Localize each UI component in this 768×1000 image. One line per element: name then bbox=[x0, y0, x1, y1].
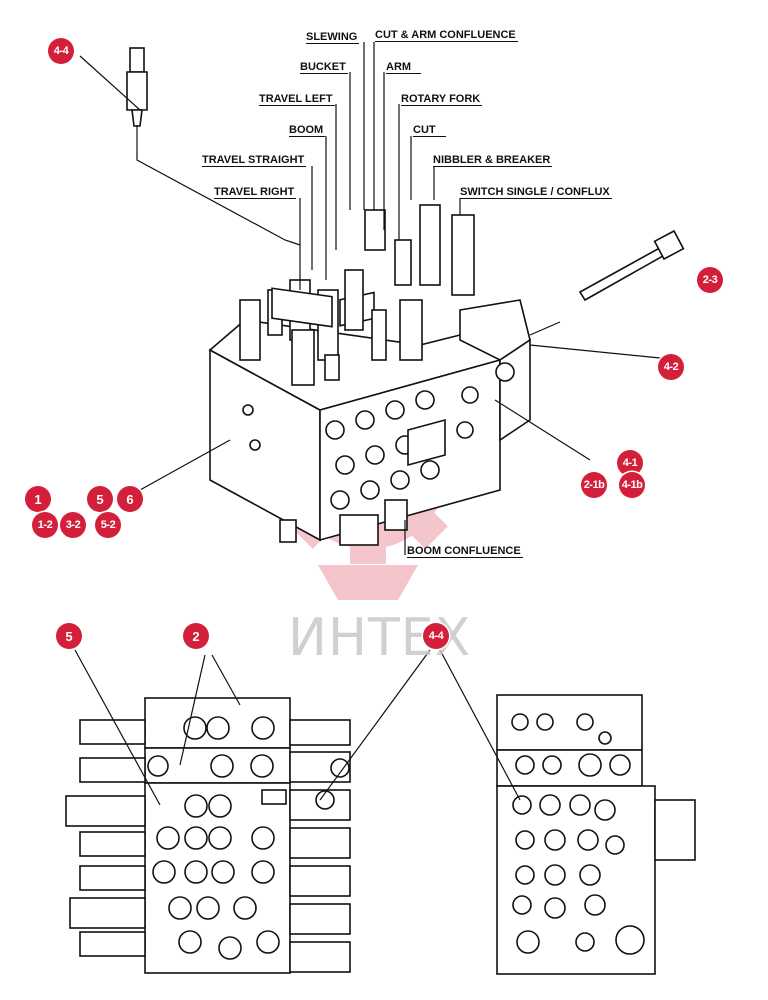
callout-4-1b: 4-1b bbox=[619, 472, 645, 498]
bottom-left-view bbox=[65, 697, 351, 974]
label-rotary-fork: ROTARY FORK bbox=[401, 93, 483, 106]
callout-6: 6 bbox=[117, 486, 143, 512]
callout-4-2: 4-2 bbox=[658, 354, 684, 380]
label-switch-single-conflux: SWITCH SINGLE / CONFLUX bbox=[460, 186, 612, 199]
callout-2-bottom: 2 bbox=[183, 623, 209, 649]
label-travel-straight: TRAVEL STRAIGHT bbox=[202, 154, 307, 167]
bottom-right-view bbox=[496, 694, 696, 975]
callout-3-2: 3-2 bbox=[60, 512, 86, 538]
callout-4-4-top: 4-4 bbox=[48, 38, 74, 64]
leader-lines-top bbox=[79, 42, 661, 555]
callout-1-2: 1-2 bbox=[32, 512, 58, 538]
label-cut-arm-confluence: CUT & ARM CONFLUENCE bbox=[375, 29, 518, 42]
label-nibbler-breaker: NIBBLER & BREAKER bbox=[433, 154, 553, 167]
label-cut: CUT bbox=[413, 124, 446, 137]
label-boom: BOOM bbox=[289, 124, 326, 137]
main-valve-block bbox=[126, 47, 685, 546]
callout-4-4-bottom: 4-4 bbox=[423, 623, 449, 649]
callout-2-3: 2-3 bbox=[697, 267, 723, 293]
callout-5-2: 5-2 bbox=[95, 512, 121, 538]
callout-5: 5 bbox=[87, 486, 113, 512]
label-arm: ARM bbox=[386, 61, 422, 74]
callout-2-1b: 2-1b bbox=[581, 472, 607, 498]
label-slewing: SLEWING bbox=[306, 31, 360, 44]
label-boom-confluence: BOOM CONFLUENCE bbox=[407, 545, 523, 558]
label-travel-right: TRAVEL RIGHT bbox=[214, 186, 297, 199]
leader-lines-bottom bbox=[74, 649, 521, 806]
label-travel-left: TRAVEL LEFT bbox=[259, 93, 335, 106]
label-bucket: BUCKET bbox=[300, 61, 348, 74]
callout-5-bottom: 5 bbox=[56, 623, 82, 649]
callout-1: 1 bbox=[25, 486, 51, 512]
callout-4-1: 4-1 bbox=[617, 450, 643, 476]
